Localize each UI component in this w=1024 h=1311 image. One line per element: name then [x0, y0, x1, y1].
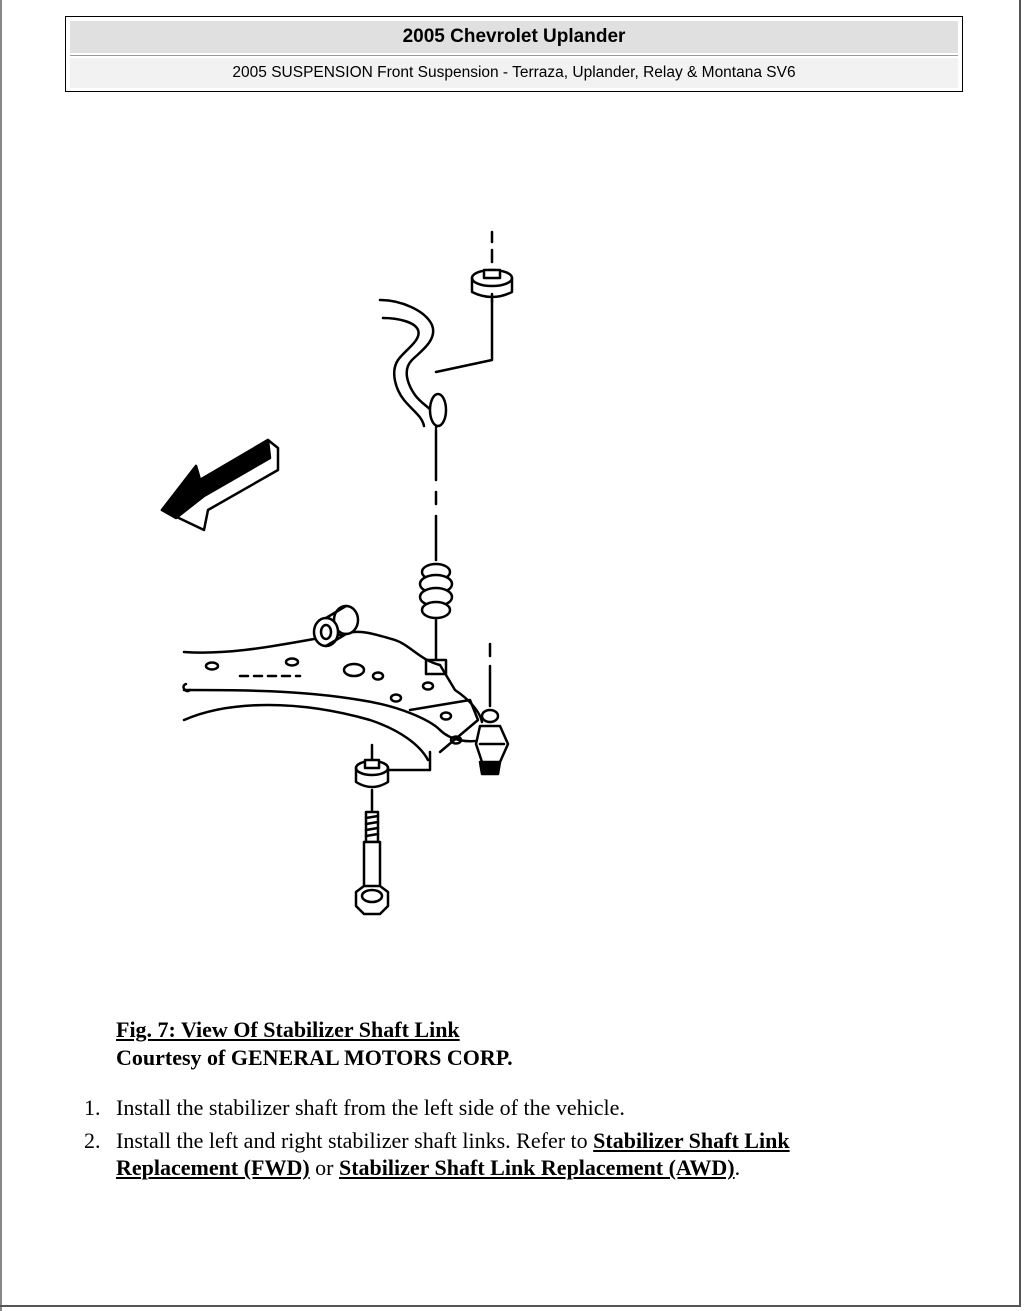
step-2: 2. Install the left and right stabilizer…: [80, 1127, 870, 1181]
step-text-between: or: [309, 1155, 339, 1180]
ball-joint: [474, 642, 510, 776]
document-subtitle: 2005 SUSPENSION Front Suspension - Terra…: [70, 58, 958, 88]
step-text: Install the stabilizer shaft from the le…: [116, 1095, 625, 1120]
document-title: 2005 Chevrolet Uplander: [70, 21, 958, 53]
step-text-after: .: [734, 1155, 741, 1180]
document-header: 2005 Chevrolet Uplander 2005 SUSPENSION …: [65, 16, 963, 92]
page-edge: [0, 0, 2, 1311]
stabilizer-shaft-link-diagram: [160, 230, 514, 916]
figure-courtesy: Courtesy of GENERAL MOTORS CORP.: [116, 1045, 513, 1070]
step-1: 1. Install the stabilizer shaft from the…: [80, 1094, 870, 1121]
front-bushing: [312, 604, 360, 648]
lower-control-arm: [182, 630, 490, 772]
lower-bolt: [354, 810, 390, 916]
figure-title: Fig. 7: View Of Stabilizer Shaft Link: [116, 1017, 460, 1042]
step-text-before: Install the left and right stabilizer sh…: [116, 1128, 594, 1153]
link-bushings: [418, 562, 454, 676]
step-number: 2.: [84, 1128, 101, 1153]
top-nut: [470, 230, 514, 304]
front-direction-arrow: [160, 438, 280, 532]
step-number: 1.: [84, 1095, 101, 1120]
link-fwd-replacement[interactable]: Stabilizer Shaft Link Replacement (FWD): [116, 1128, 790, 1180]
stabilizer-shaft: [378, 298, 494, 430]
lower-nut: [354, 758, 390, 812]
link-awd-replacement[interactable]: Stabilizer Shaft Link Replacement (AWD): [339, 1155, 735, 1180]
figure-caption: Fig. 7: View Of Stabilizer Shaft Link Co…: [116, 1016, 513, 1072]
header-divider: [70, 55, 958, 56]
procedure-steps: 1. Install the stabilizer shaft from the…: [80, 1094, 870, 1187]
